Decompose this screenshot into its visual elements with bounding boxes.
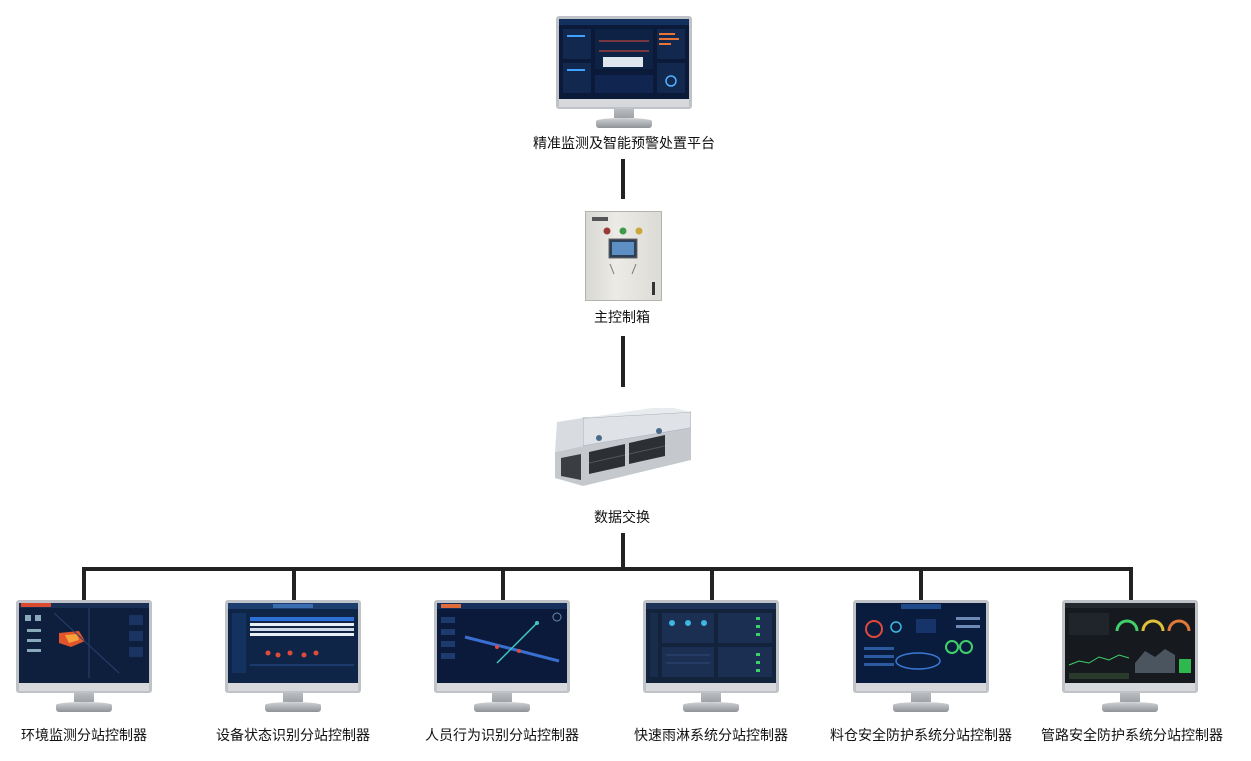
substation-screen-3 [437, 603, 567, 683]
substation-screen-1 [19, 603, 149, 683]
cabinet-graphic [592, 217, 655, 295]
server-graphic [555, 406, 692, 486]
drop-6 [1129, 567, 1133, 600]
platform-dashboard-screen [559, 19, 689, 99]
main-control-cabinet [585, 211, 662, 301]
drop-2 [292, 567, 296, 600]
data-exchange-server [555, 406, 692, 490]
drop-3 [501, 567, 505, 600]
substation-label-4: 快速雨淋系统分站控制器 [634, 728, 788, 744]
substation-label-6: 管路安全防护系统分站控制器 [1041, 728, 1223, 744]
data-exchange-label: 数据交换 [594, 510, 650, 526]
main-box-label: 主控制箱 [594, 310, 650, 326]
substation-monitor-5 [853, 600, 989, 714]
substation-label-1: 环境监测分站控制器 [21, 728, 147, 744]
drop-5 [919, 567, 923, 600]
connector-server-bus [621, 533, 625, 569]
substation-monitor-3 [434, 600, 570, 714]
drop-1 [82, 567, 86, 600]
drop-4 [710, 567, 714, 600]
substation-monitor-2 [225, 600, 361, 714]
substation-label-3: 人员行为识别分站控制器 [425, 728, 579, 744]
substation-monitor-4 [643, 600, 779, 714]
substation-screen-6 [1065, 603, 1195, 683]
connector-cabinet-server [621, 336, 625, 387]
substation-monitor-6 [1062, 600, 1198, 714]
substation-monitor-1 [16, 600, 152, 714]
substation-screen-5 [856, 603, 986, 683]
platform-monitor [556, 16, 692, 130]
substation-label-2: 设备状态识别分站控制器 [216, 728, 370, 744]
substation-screen-4 [646, 603, 776, 683]
platform-label: 精准监测及智能预警处置平台 [533, 136, 715, 152]
substation-screen-2 [228, 603, 358, 683]
dashboard-graphic [559, 19, 689, 93]
connector-platform-cabinet [621, 159, 625, 199]
bus-horizontal [82, 567, 1133, 571]
substation-label-5: 料仓安全防护系统分站控制器 [830, 728, 1012, 744]
